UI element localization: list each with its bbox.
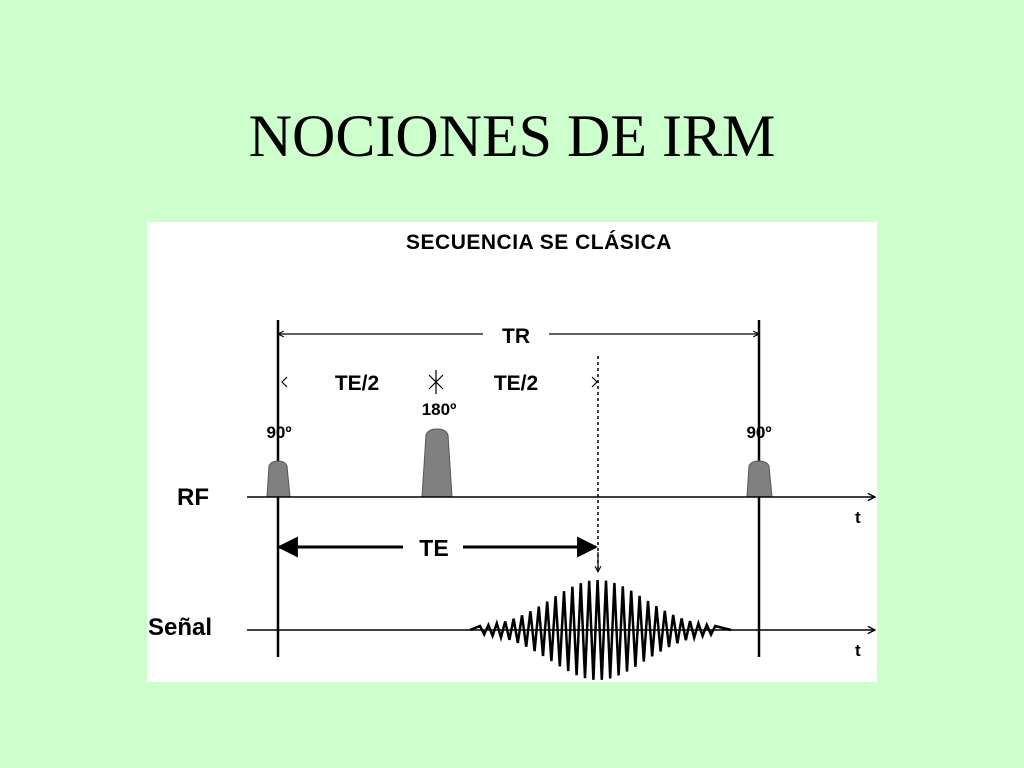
rf-time-label: t (855, 508, 861, 527)
spin-echo-diagram: SECUENCIA SE CLÁSICA TR TE/2 TE/2 180º 9… (147, 222, 877, 682)
te-half-tick-right (591, 376, 598, 388)
rf-pulse-90-first (266, 460, 291, 498)
rf-pulse-180 (421, 428, 453, 498)
te-half-tick-left (281, 376, 288, 388)
tr-label: TR (502, 325, 530, 348)
rf-pulse-90-second (746, 460, 773, 498)
te-half-right-label: TE/2 (494, 372, 538, 395)
slide-title: NOCIONES DE IRM (248, 103, 776, 169)
rf-axis-label: RF (177, 484, 209, 511)
pulse-90-first-label: 90º (266, 423, 291, 442)
echo-signal-waveform (469, 579, 732, 680)
diagram-canvas: SECUENCIA SE CLÁSICA TR TE/2 TE/2 180º 9… (148, 231, 877, 680)
pulse-90-second-label: 90º (746, 423, 771, 442)
signal-time-label: t (855, 641, 861, 660)
diagram-title: SECUENCIA SE CLÁSICA (406, 231, 672, 254)
te-label: TE (419, 535, 448, 561)
signal-axis-label: Señal (148, 614, 212, 641)
te-half-left-label: TE/2 (335, 372, 379, 395)
pulse-180-label: 180º (422, 400, 457, 419)
pulse-180-center-mark (428, 370, 444, 394)
